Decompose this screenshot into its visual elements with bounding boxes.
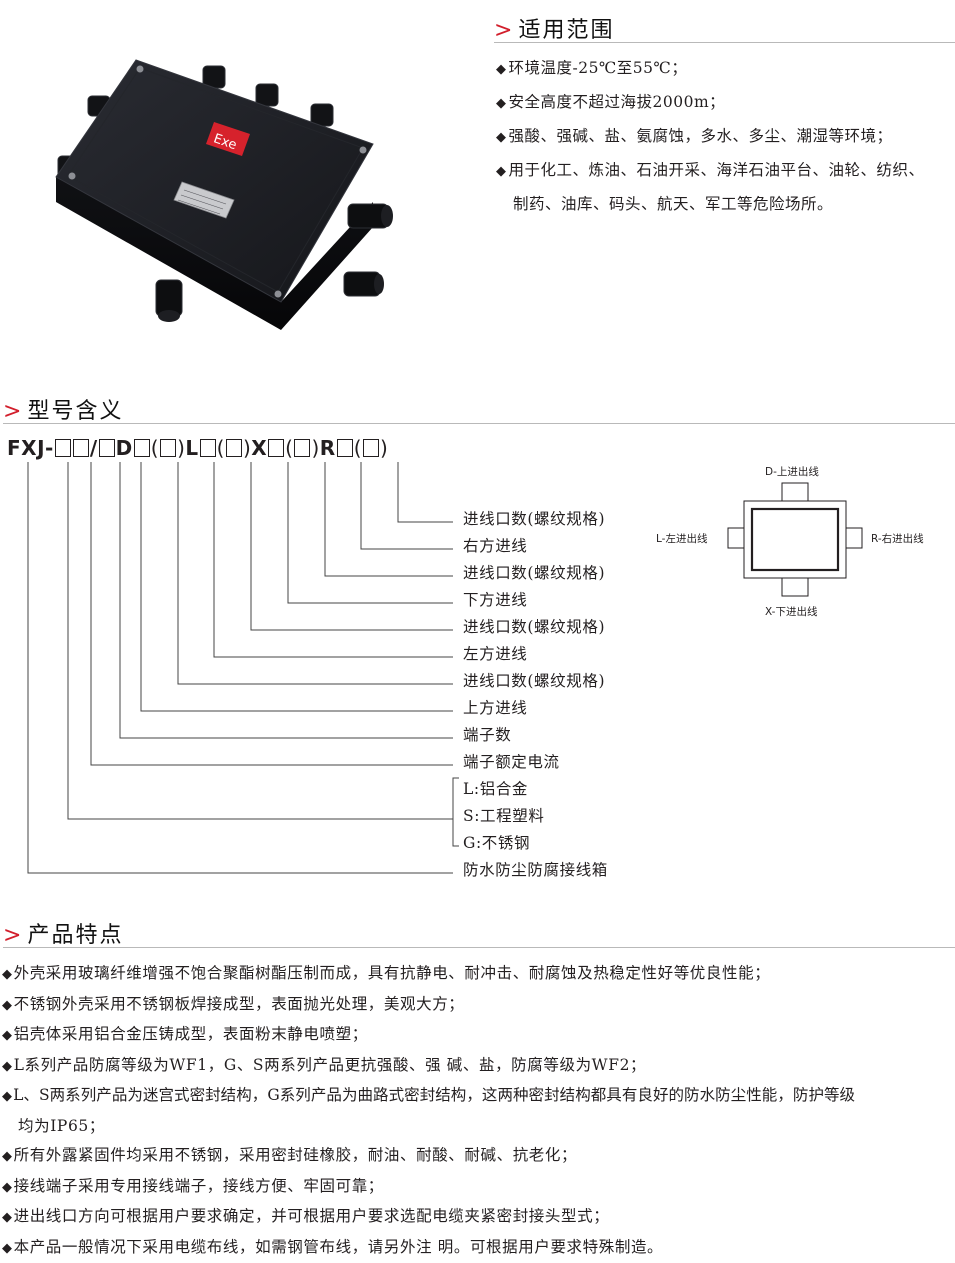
feature-item: ◆L系列产品防腐等级为WF1，G、S两系列产品更抗强酸、强 碱、盐，防腐等级为W… xyxy=(2,1051,955,1082)
model-label: 防水防尘防腐接线箱 xyxy=(463,858,608,880)
model-label: S:工程塑料 xyxy=(463,804,544,826)
model-label: 进线口数(螺纹规格) xyxy=(463,669,605,691)
diamond-bullet-icon: ◆ xyxy=(2,1059,13,1074)
diamond-bullet-icon: ◆ xyxy=(2,1089,12,1104)
diagram-label-left: L-左进出线 xyxy=(656,531,707,546)
model-label: 左方进线 xyxy=(463,642,527,664)
model-label: 进线口数(螺纹规格) xyxy=(463,507,605,529)
diamond-bullet-icon: ◆ xyxy=(2,1028,13,1043)
model-label: 右方进线 xyxy=(463,534,527,556)
diagram-label-right: R-右进出线 xyxy=(871,531,924,546)
diamond-bullet-icon: ◆ xyxy=(2,1149,13,1164)
model-label: L:铝合金 xyxy=(463,777,528,799)
features-list: ◆外壳采用玻璃纤维增强不饱合聚酯树酯压制而成，具有抗静电、耐冲击、耐腐蚀及热稳定… xyxy=(2,959,955,1263)
feature-item: ◆本产品一般情况下采用电缆布线，如需钢管布线，请另外注 明。可根据用户要求特殊制… xyxy=(2,1233,955,1263)
model-label: 端子数 xyxy=(463,723,511,745)
diagram-label-top: D-上进出线 xyxy=(765,464,819,479)
feature-item: ◆所有外露紧固件均采用不锈钢，采用密封硅橡胶，耐油、耐酸、耐碱、抗老化； xyxy=(2,1141,955,1172)
diamond-bullet-icon: ◆ xyxy=(2,1180,13,1195)
model-label: 下方进线 xyxy=(463,588,527,610)
diamond-bullet-icon: ◆ xyxy=(2,967,13,982)
model-label: 上方进线 xyxy=(463,696,527,718)
diagram-label-bottom: X-下进出线 xyxy=(765,604,817,619)
model-label: 进线口数(螺纹规格) xyxy=(463,561,605,583)
feature-item: ◆铝壳体采用铝合金压铸成型，表面粉末静电喷塑； xyxy=(2,1020,955,1051)
diamond-bullet-icon: ◆ xyxy=(2,1241,13,1256)
diamond-bullet-icon: ◆ xyxy=(2,998,13,1013)
feature-item: ◆外壳采用玻璃纤维增强不饱合聚酯树酯压制而成，具有抗静电、耐冲击、耐腐蚀及热稳定… xyxy=(2,959,955,990)
features-title: >产品特点 xyxy=(3,917,123,949)
model-label: 进线口数(螺纹规格) xyxy=(463,615,605,637)
feature-item: ◆L、S两系列产品为迷宫式密封结构，G系列产品为曲路式密封结构，这两种密封结构都… xyxy=(2,1081,955,1112)
feature-item: ◆不锈钢外壳采用不锈钢板焊接成型，表面抛光处理，美观大方； xyxy=(2,990,955,1021)
feature-item-continuation: 均为IP65； xyxy=(2,1112,955,1142)
model-label: G:不锈钢 xyxy=(463,831,530,853)
feature-item: ◆进出线口方向可根据用户要求确定，并可根据用户要求选配电缆夹紧密封接头型式； xyxy=(2,1202,955,1233)
chevron-right-icon: > xyxy=(3,923,23,948)
features-rule xyxy=(3,947,955,948)
model-label: 端子额定电流 xyxy=(463,750,560,772)
entry-direction-diagram xyxy=(720,480,870,600)
diamond-bullet-icon: ◆ xyxy=(2,1210,13,1225)
feature-item: ◆接线端子采用专用接线端子，接线方便、牢固可靠； xyxy=(2,1172,955,1203)
